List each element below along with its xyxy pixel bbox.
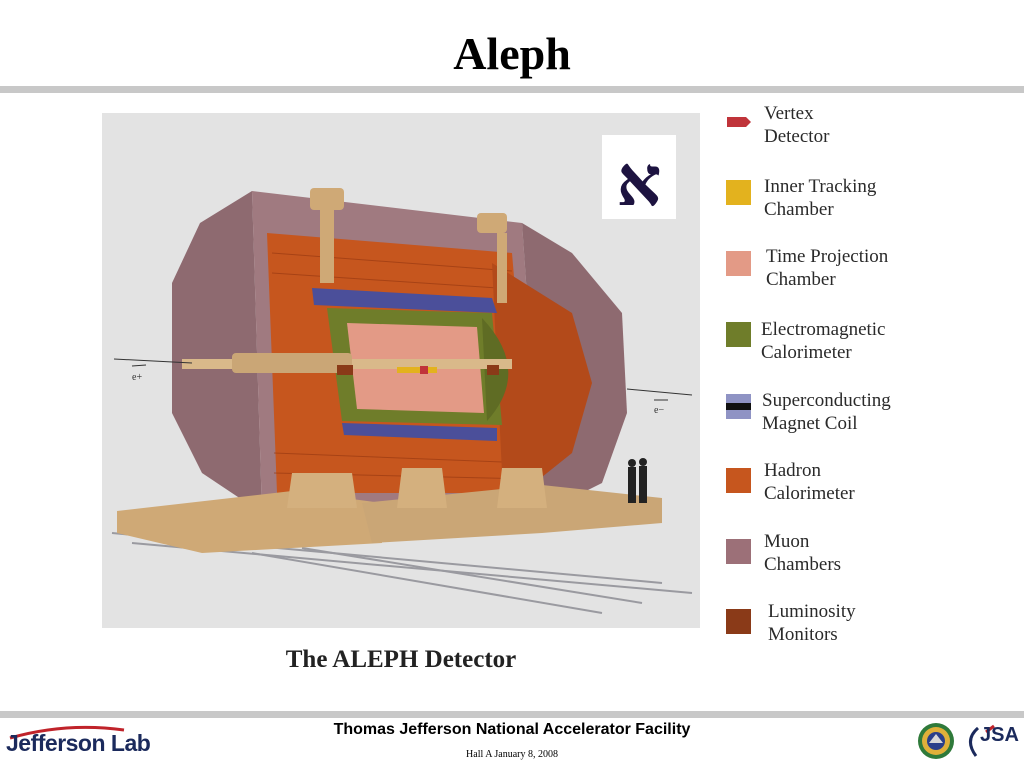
legend-item-muon-chambers: Muon Chambers: [720, 530, 1020, 590]
jlab-swoosh-icon: [9, 725, 125, 740]
jsa-logo: JSA: [962, 722, 1020, 762]
beam-label-electron: e−: [654, 405, 664, 416]
legend-label: Luminosity Monitors: [768, 601, 856, 645]
slide-title: Aleph: [453, 28, 571, 79]
legend-label: Inner Tracking Chamber: [764, 176, 877, 220]
doe-seal-icon: [918, 723, 954, 759]
aleph-emblem-glyph: א: [617, 139, 662, 222]
jsa-wordmark: JSA: [980, 724, 1019, 746]
jsa-swoosh-icon: [969, 724, 995, 757]
jefferson-lab-logo: Jefferson Lab: [6, 724, 166, 764]
legend-item-hadron-calorimeter: Hadron Calorimeter: [720, 459, 1020, 519]
legend-label: Time Projection Chamber: [766, 246, 889, 290]
legend-item-time-projection-chamber: Time Projection Chamber: [720, 243, 1020, 303]
magnet-coil-bottom: [342, 423, 497, 441]
legend-item-electromagnetic-calorimeter: Electromagnetic Calorimeter: [720, 318, 1020, 378]
time-projection-chamber-swatch: [726, 251, 751, 276]
aleph-emblem-box: [602, 135, 676, 219]
people-scale-figures: [628, 458, 647, 503]
legend-label: Muon Chambers: [764, 531, 842, 575]
luminosity-monitor-left: [337, 365, 353, 375]
magnet-coil-swatch: [726, 394, 751, 419]
top-divider: [0, 86, 1024, 93]
luminosity-monitors-swatch: [726, 609, 751, 634]
beam-label-positron: e+: [132, 372, 142, 383]
legend-item-superconducting-magnet-coil: Superconducting Magnet Coil: [720, 389, 1020, 449]
muon-chambers-swatch: [726, 539, 751, 564]
inner-tracking-chamber-swatch: [726, 180, 751, 205]
legend-item-inner-tracking-chamber: Inner Tracking Chamber: [720, 173, 1020, 233]
footer-date-line: Hall A January 8, 2008: [466, 749, 558, 760]
aleph-detector-illustration: e+ e− א: [102, 113, 700, 628]
figure-caption: The ALEPH Detector: [285, 646, 517, 673]
em-calorimeter-swatch: [726, 322, 751, 347]
footer-organization: Thomas Jefferson National Accelerator Fa…: [333, 721, 691, 738]
jefferson-lab-wordmark: Jefferson Lab: [6, 730, 151, 756]
legend-item-luminosity-monitors: Luminosity Monitors: [720, 600, 1020, 660]
bottom-divider: [0, 711, 1024, 718]
muon-endcap-left: [172, 191, 262, 513]
legend-label: Hadron Calorimeter: [764, 460, 855, 504]
legend-label: Vertex Detector: [764, 103, 830, 147]
legend-label: Superconducting Magnet Coil: [762, 390, 891, 434]
vertex-detector-swatch: [727, 117, 751, 127]
vertex-detector: [420, 366, 428, 374]
luminosity-monitor-right: [487, 365, 499, 375]
magnet-coil-top: [312, 288, 497, 313]
legend-item-vertex-detector: Vertex Detector: [720, 100, 1020, 160]
inner-tracking-chamber: [397, 367, 437, 373]
legend-label: Electromagnetic Calorimeter: [761, 319, 886, 363]
hadron-calorimeter-swatch: [726, 468, 751, 493]
